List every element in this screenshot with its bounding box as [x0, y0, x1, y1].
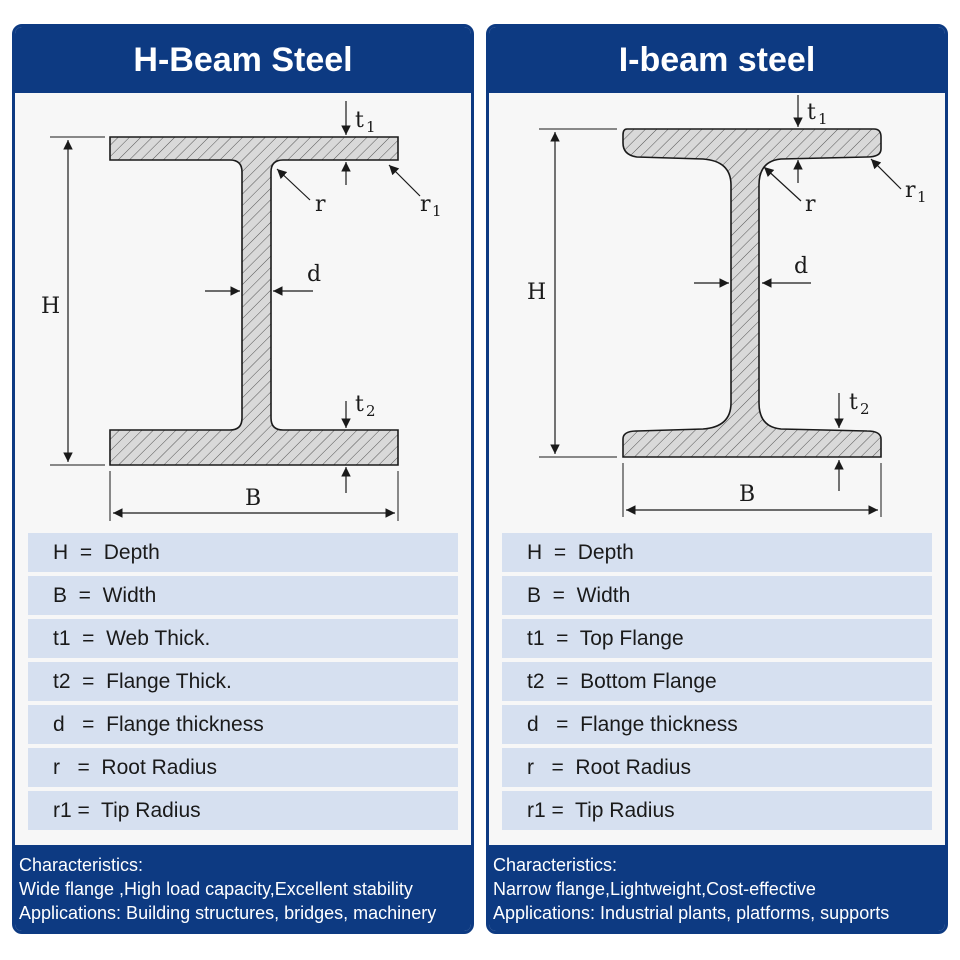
i-beam-diagram: H B t 1 t 2 d r r 1 [489, 93, 945, 533]
i-beam-label-r1-sub: 1 [917, 188, 927, 206]
h-beam-section [109, 136, 399, 466]
h-beam-label-r1-sub: 1 [432, 202, 442, 220]
definition-row: t1 = Web Thick. [28, 619, 458, 658]
h-beam-footer: Characteristics: Wide flange ,High load … [15, 845, 471, 931]
footer-line: Applications: Industrial plants, platfor… [493, 903, 890, 923]
definition-row: d = Flange thickness [28, 705, 458, 744]
definition-row: B = Width [502, 576, 932, 615]
definition-row: t2 = Flange Thick. [28, 662, 458, 701]
definition-row: d = Flange thickness [502, 705, 932, 744]
h-beam-title: H-Beam Steel [15, 27, 471, 93]
i-beam-footer: Characteristics: Narrow flange,Lightweig… [489, 845, 945, 931]
footer-line: Narrow flange,Lightweight,Cost-effective [493, 879, 816, 899]
i-beam-label-r: r [805, 192, 816, 217]
i-beam-definitions: H = Depth B = Width t1 = Top Flange t2 =… [502, 533, 932, 834]
definition-row: r1 = Tip Radius [502, 791, 932, 830]
footer-line: Characteristics: [19, 855, 144, 875]
h-beam-label-B: B [245, 486, 261, 511]
h-beam-label-r1: r [420, 192, 431, 217]
h-beam-definitions: H = Depth B = Width t1 = Web Thick. t2 =… [28, 533, 458, 834]
h-beam-label-d: d [307, 262, 321, 287]
i-beam-label-t1-sub: 1 [818, 110, 828, 128]
definition-row: r = Root Radius [502, 748, 932, 787]
definition-row: r1 = Tip Radius [28, 791, 458, 830]
footer-line: Wide flange ,High load capacity,Excellen… [19, 879, 413, 899]
h-beam-label-t1: t [355, 108, 364, 133]
i-beam-label-H: H [527, 280, 546, 305]
i-beam-label-t1: t [807, 100, 816, 125]
h-beam-label-t1-sub: 1 [366, 118, 376, 136]
footer-line: Characteristics: [493, 855, 618, 875]
definition-row: H = Depth [502, 533, 932, 572]
definition-row: t2 = Bottom Flange [502, 662, 932, 701]
i-beam-label-t2: t [849, 390, 858, 415]
h-beam-label-r: r [315, 192, 326, 217]
definition-row: H = Depth [28, 533, 458, 572]
definition-row: r = Root Radius [28, 748, 458, 787]
h-beam-label-t2: t [355, 392, 364, 417]
i-beam-label-r1: r [905, 178, 916, 203]
definition-row: t1 = Top Flange [502, 619, 932, 658]
h-beam-label-t2-sub: 2 [366, 402, 376, 420]
h-beam-label-H: H [41, 294, 60, 319]
i-beam-label-B: B [739, 482, 755, 507]
h-beam-diagram: H B t 1 t 2 d r r 1 [15, 93, 471, 533]
footer-line: Applications: Building structures, bridg… [19, 903, 437, 923]
i-beam-section [622, 128, 882, 458]
definition-row: B = Width [28, 576, 458, 615]
i-beam-title: I-beam steel [489, 27, 945, 93]
i-beam-panel: I-beam steel H B [486, 24, 948, 934]
i-beam-label-t2-sub: 2 [860, 400, 870, 418]
h-beam-panel: H-Beam Steel H B [12, 24, 474, 934]
i-beam-label-d: d [794, 254, 808, 279]
